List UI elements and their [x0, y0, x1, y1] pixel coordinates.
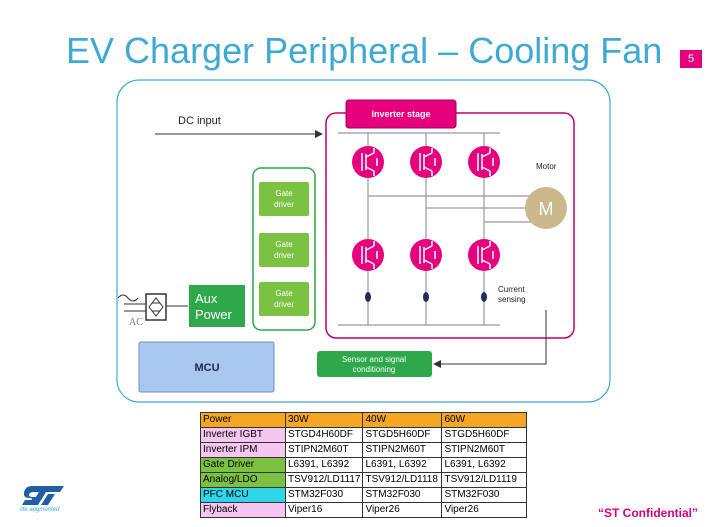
row-label: Inverter IPM: [200, 442, 286, 458]
motor-label: Motor: [536, 162, 557, 171]
high-side-switch-3: [467, 145, 501, 179]
mcu-box: [138, 341, 275, 393]
table-cell: Viper26: [362, 502, 443, 518]
sensor-conditioning-line1: Sensor and signal: [342, 355, 406, 364]
table-cell: STGD5H60DF: [362, 427, 443, 443]
component-table: Power 30W 40W 60W Inverter IGBT STGD4H60…: [200, 412, 528, 518]
table-cell: TSV912/LD1118: [362, 472, 443, 488]
table-cell: STGD4H60DF: [284, 427, 364, 443]
ac-rectifier: [117, 293, 188, 321]
low-side-switch-3: [467, 238, 501, 272]
table-header-cell: Power: [200, 412, 286, 428]
sensor-conditioning-line2: conditioning: [353, 365, 396, 374]
row-label: Gate Driver: [200, 457, 286, 473]
current-sensing-line2: sensing: [498, 295, 526, 304]
table-cell: STIPN2M60T: [284, 442, 364, 458]
gate-driver-1: Gate driver: [259, 182, 309, 216]
ac-label: AC: [129, 317, 143, 328]
dc-input-label: DC input: [178, 115, 221, 127]
page-title: EV Charger Peripheral – Cooling Fan: [66, 30, 663, 71]
svg-text:driver: driver: [274, 300, 294, 309]
table-cell: Viper16: [284, 502, 364, 518]
table-cell: STIPN2M60T: [362, 442, 443, 458]
shunt-resistors: [365, 292, 487, 302]
low-side-switch-1: [351, 238, 385, 272]
high-side-switch-1: [351, 145, 385, 179]
block-diagram: DC input Inverter stage Motor M Current …: [116, 79, 611, 403]
table-row: Inverter IPM STIPN2M60T STIPN2M60T STIPN…: [200, 442, 528, 458]
table-cell: L6391, L6392: [284, 457, 364, 473]
table-cell: STM32F030: [284, 487, 364, 503]
table-header-cell: 40W: [362, 412, 443, 428]
table-cell: TSV912/LD1117: [284, 472, 364, 488]
gate-driver-3: Gate driver: [259, 282, 309, 316]
row-label: PFC MCU: [200, 487, 286, 503]
high-side-switch-2: [409, 145, 443, 179]
row-label: Analog/LDO: [200, 472, 286, 488]
aux-power-line1: Aux: [195, 291, 218, 306]
inverter-stage-header: [345, 99, 457, 129]
motor-symbol: M: [539, 199, 554, 219]
low-side-switch-2: [409, 238, 443, 272]
row-label: Flyback: [200, 502, 286, 518]
table-row: Gate Driver L6391, L6392 L6391, L6392 L6…: [200, 457, 528, 473]
mcu-label: MCU: [194, 362, 219, 374]
table-cell: TSV912/LD1119: [441, 472, 528, 488]
table-cell: L6391, L6392: [362, 457, 443, 473]
svg-text:Gate: Gate: [275, 240, 293, 249]
table-row: PFC MCU STM32F030 STM32F030 STM32F030: [200, 487, 528, 503]
row-label: Inverter IGBT: [200, 427, 286, 443]
tagline: life.augmented: [20, 507, 60, 513]
inverter-stage-label: Inverter stage: [371, 109, 430, 119]
table-cell: STM32F030: [441, 487, 528, 503]
table-header-cell: 30W: [284, 412, 364, 428]
gate-driver-2: Gate driver: [259, 233, 309, 267]
system-frame: [116, 79, 611, 403]
svg-text:Gate: Gate: [275, 189, 293, 198]
aux-power-box: [189, 285, 245, 327]
table-cell: Viper26: [441, 502, 528, 518]
sensor-conditioning-box: [317, 351, 432, 377]
table-cell: STM32F030: [362, 487, 443, 503]
st-logo: [22, 486, 64, 505]
table-header-cell: 60W: [441, 412, 528, 428]
svg-text:driver: driver: [274, 251, 294, 260]
page-number-badge: 5: [680, 50, 702, 68]
current-sensing-line1: Current: [498, 285, 525, 294]
table-cell: STGD5H60DF: [441, 427, 528, 443]
table-header-row: Power 30W 40W 60W: [200, 412, 528, 428]
motor-circle: [525, 187, 567, 229]
sensing-feedback-arrow: [433, 310, 547, 368]
table-cell: STIPN2M60T: [441, 442, 528, 458]
confidential-label: “ST Confidential”: [598, 506, 698, 520]
svg-text:driver: driver: [274, 200, 294, 209]
table-row: Flyback Viper16 Viper26 Viper26: [200, 502, 528, 518]
table-row: Inverter IGBT STGD4H60DF STGD5H60DF STGD…: [200, 427, 528, 443]
table-row: Analog/LDO TSV912/LD1117 TSV912/LD1118 T…: [200, 472, 528, 488]
table-cell: L6391, L6392: [441, 457, 528, 473]
aux-power-line2: Power: [195, 307, 233, 322]
svg-text:Gate: Gate: [275, 289, 293, 298]
